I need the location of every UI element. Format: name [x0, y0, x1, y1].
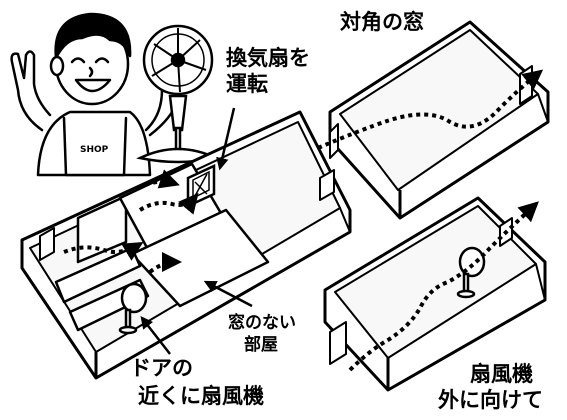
diagonal-airflow-arrow: [317, 69, 544, 150]
floor-plan: [20, 110, 352, 380]
door-fan-icon: [118, 282, 148, 335]
plan-airflow-arrow-3: [137, 169, 180, 190]
outward-fan-room: [323, 196, 547, 392]
apron-text: SHOP: [80, 145, 109, 155]
label-fan-on-2: 運転: [226, 72, 268, 96]
label-fan-on-1: 換気扇を: [226, 46, 310, 70]
label-outward-2: 外に向けて: [438, 388, 543, 412]
label-door-fan-1: ドアの: [130, 356, 193, 380]
label-door-fan-2: 近くに扇風機: [138, 384, 264, 408]
door-fan-label-pointer: [140, 316, 171, 355]
shopkeeper-character: [10, 12, 190, 177]
label-windowless-2: 部屋: [244, 335, 278, 355]
label-diagonal-window: 対角の窓: [340, 10, 424, 34]
windowless-label-pointer: [203, 280, 253, 308]
fan-label-pointer: [216, 107, 236, 171]
label-windowless-1: 窓のない: [228, 313, 296, 333]
plan-airflow-arrow-2: [138, 192, 199, 215]
plan-airflow-arrow-4: [148, 252, 182, 274]
diagonal-window-room: [328, 20, 550, 220]
plan-airflow-arrow-1: [63, 241, 144, 261]
outward-airflow-arrow: [348, 201, 539, 372]
label-outward-1: 扇風機: [470, 362, 533, 386]
standing-fan-icon: [136, 24, 220, 164]
